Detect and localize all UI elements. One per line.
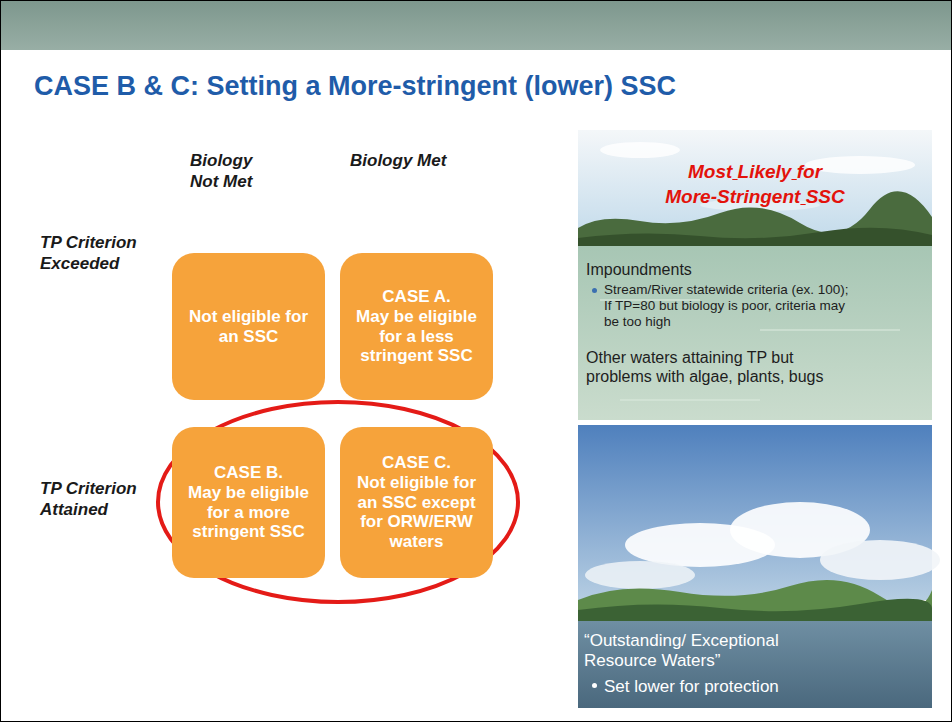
photo-panel: “Outstanding/ Exceptional Resource Water… bbox=[578, 425, 932, 708]
photo-water bbox=[578, 621, 932, 708]
column-header: Biology Met bbox=[350, 150, 470, 171]
hills bbox=[578, 599, 932, 624]
case-text: Not eligible for an SSC except for ORW/E… bbox=[350, 473, 483, 552]
case-heading: CASE C. bbox=[350, 453, 483, 473]
panel-heading: Most Likely for More-Stringent SSC bbox=[655, 160, 855, 209]
case-box: CASE C.Not eligible for an SSC except fo… bbox=[340, 427, 493, 578]
bullet-dot bbox=[592, 683, 597, 688]
cloud bbox=[820, 540, 940, 580]
bullet-dot bbox=[592, 288, 597, 293]
panel-heading: “Outstanding/ Exceptional Resource Water… bbox=[584, 631, 799, 672]
case-text: Not eligible for an SSC bbox=[182, 307, 315, 346]
panel-note: Other waters attaining TP but problems w… bbox=[586, 348, 851, 386]
case-box: Not eligible for an SSC bbox=[172, 253, 325, 400]
bullet-text: Set lower for protection bbox=[604, 677, 904, 697]
box-content: CASE C.Not eligible for an SSC except fo… bbox=[350, 453, 483, 552]
cloud bbox=[585, 561, 695, 589]
case-text: May be eligible for a more stringent SSC bbox=[182, 483, 315, 542]
box-content: CASE A.May be eligible for a less string… bbox=[350, 287, 483, 366]
text-slot: Impoundments bbox=[586, 260, 886, 279]
label-slot: Biology Met bbox=[350, 150, 470, 171]
text-slot: Other waters attaining TP but problems w… bbox=[586, 348, 851, 386]
slide-title: CASE B & C: Setting a More-stringent (lo… bbox=[34, 71, 676, 102]
text-slot: Set lower for protection bbox=[604, 677, 904, 697]
highlight-ellipse bbox=[158, 402, 518, 602]
title-slot: CASE B & C: Setting a More-stringent (lo… bbox=[34, 71, 676, 102]
cloud bbox=[600, 142, 680, 158]
label-slot: TP Criterion Attained bbox=[40, 478, 152, 521]
top-band bbox=[0, 0, 952, 50]
text-slot: Most Likely for More-Stringent SSC bbox=[655, 160, 855, 209]
box-content: CASE B.May be eligible for a more string… bbox=[182, 463, 315, 542]
bullet-text: Stream/River statewide criteria (ex. 100… bbox=[604, 282, 854, 331]
case-box: CASE B.May be eligible for a more string… bbox=[172, 427, 325, 578]
row-header: TP Criterion Attained bbox=[40, 478, 152, 521]
photo-panel: Most Likely for More-Stringent SSC Impoun… bbox=[578, 130, 932, 420]
photo-water bbox=[578, 246, 932, 420]
case-text: May be eligible for a less stringent SSC bbox=[350, 307, 483, 366]
case-heading: CASE A. bbox=[350, 287, 483, 307]
case-heading: CASE B. bbox=[182, 463, 315, 483]
panel-subheading: Impoundments bbox=[586, 260, 886, 279]
text-slot: “Outstanding/ Exceptional Resource Water… bbox=[584, 631, 799, 672]
label-slot: TP Criterion Exceeded bbox=[40, 232, 152, 275]
box-content: Not eligible for an SSC bbox=[182, 307, 315, 346]
case-box: CASE A.May be eligible for a less string… bbox=[340, 253, 493, 400]
label-slot: Biology Not Met bbox=[190, 150, 270, 193]
hills bbox=[578, 580, 932, 624]
column-header: Biology Not Met bbox=[190, 150, 270, 193]
text-slot: Stream/River statewide criteria (ex. 100… bbox=[604, 282, 854, 331]
row-header: TP Criterion Exceeded bbox=[40, 232, 152, 275]
